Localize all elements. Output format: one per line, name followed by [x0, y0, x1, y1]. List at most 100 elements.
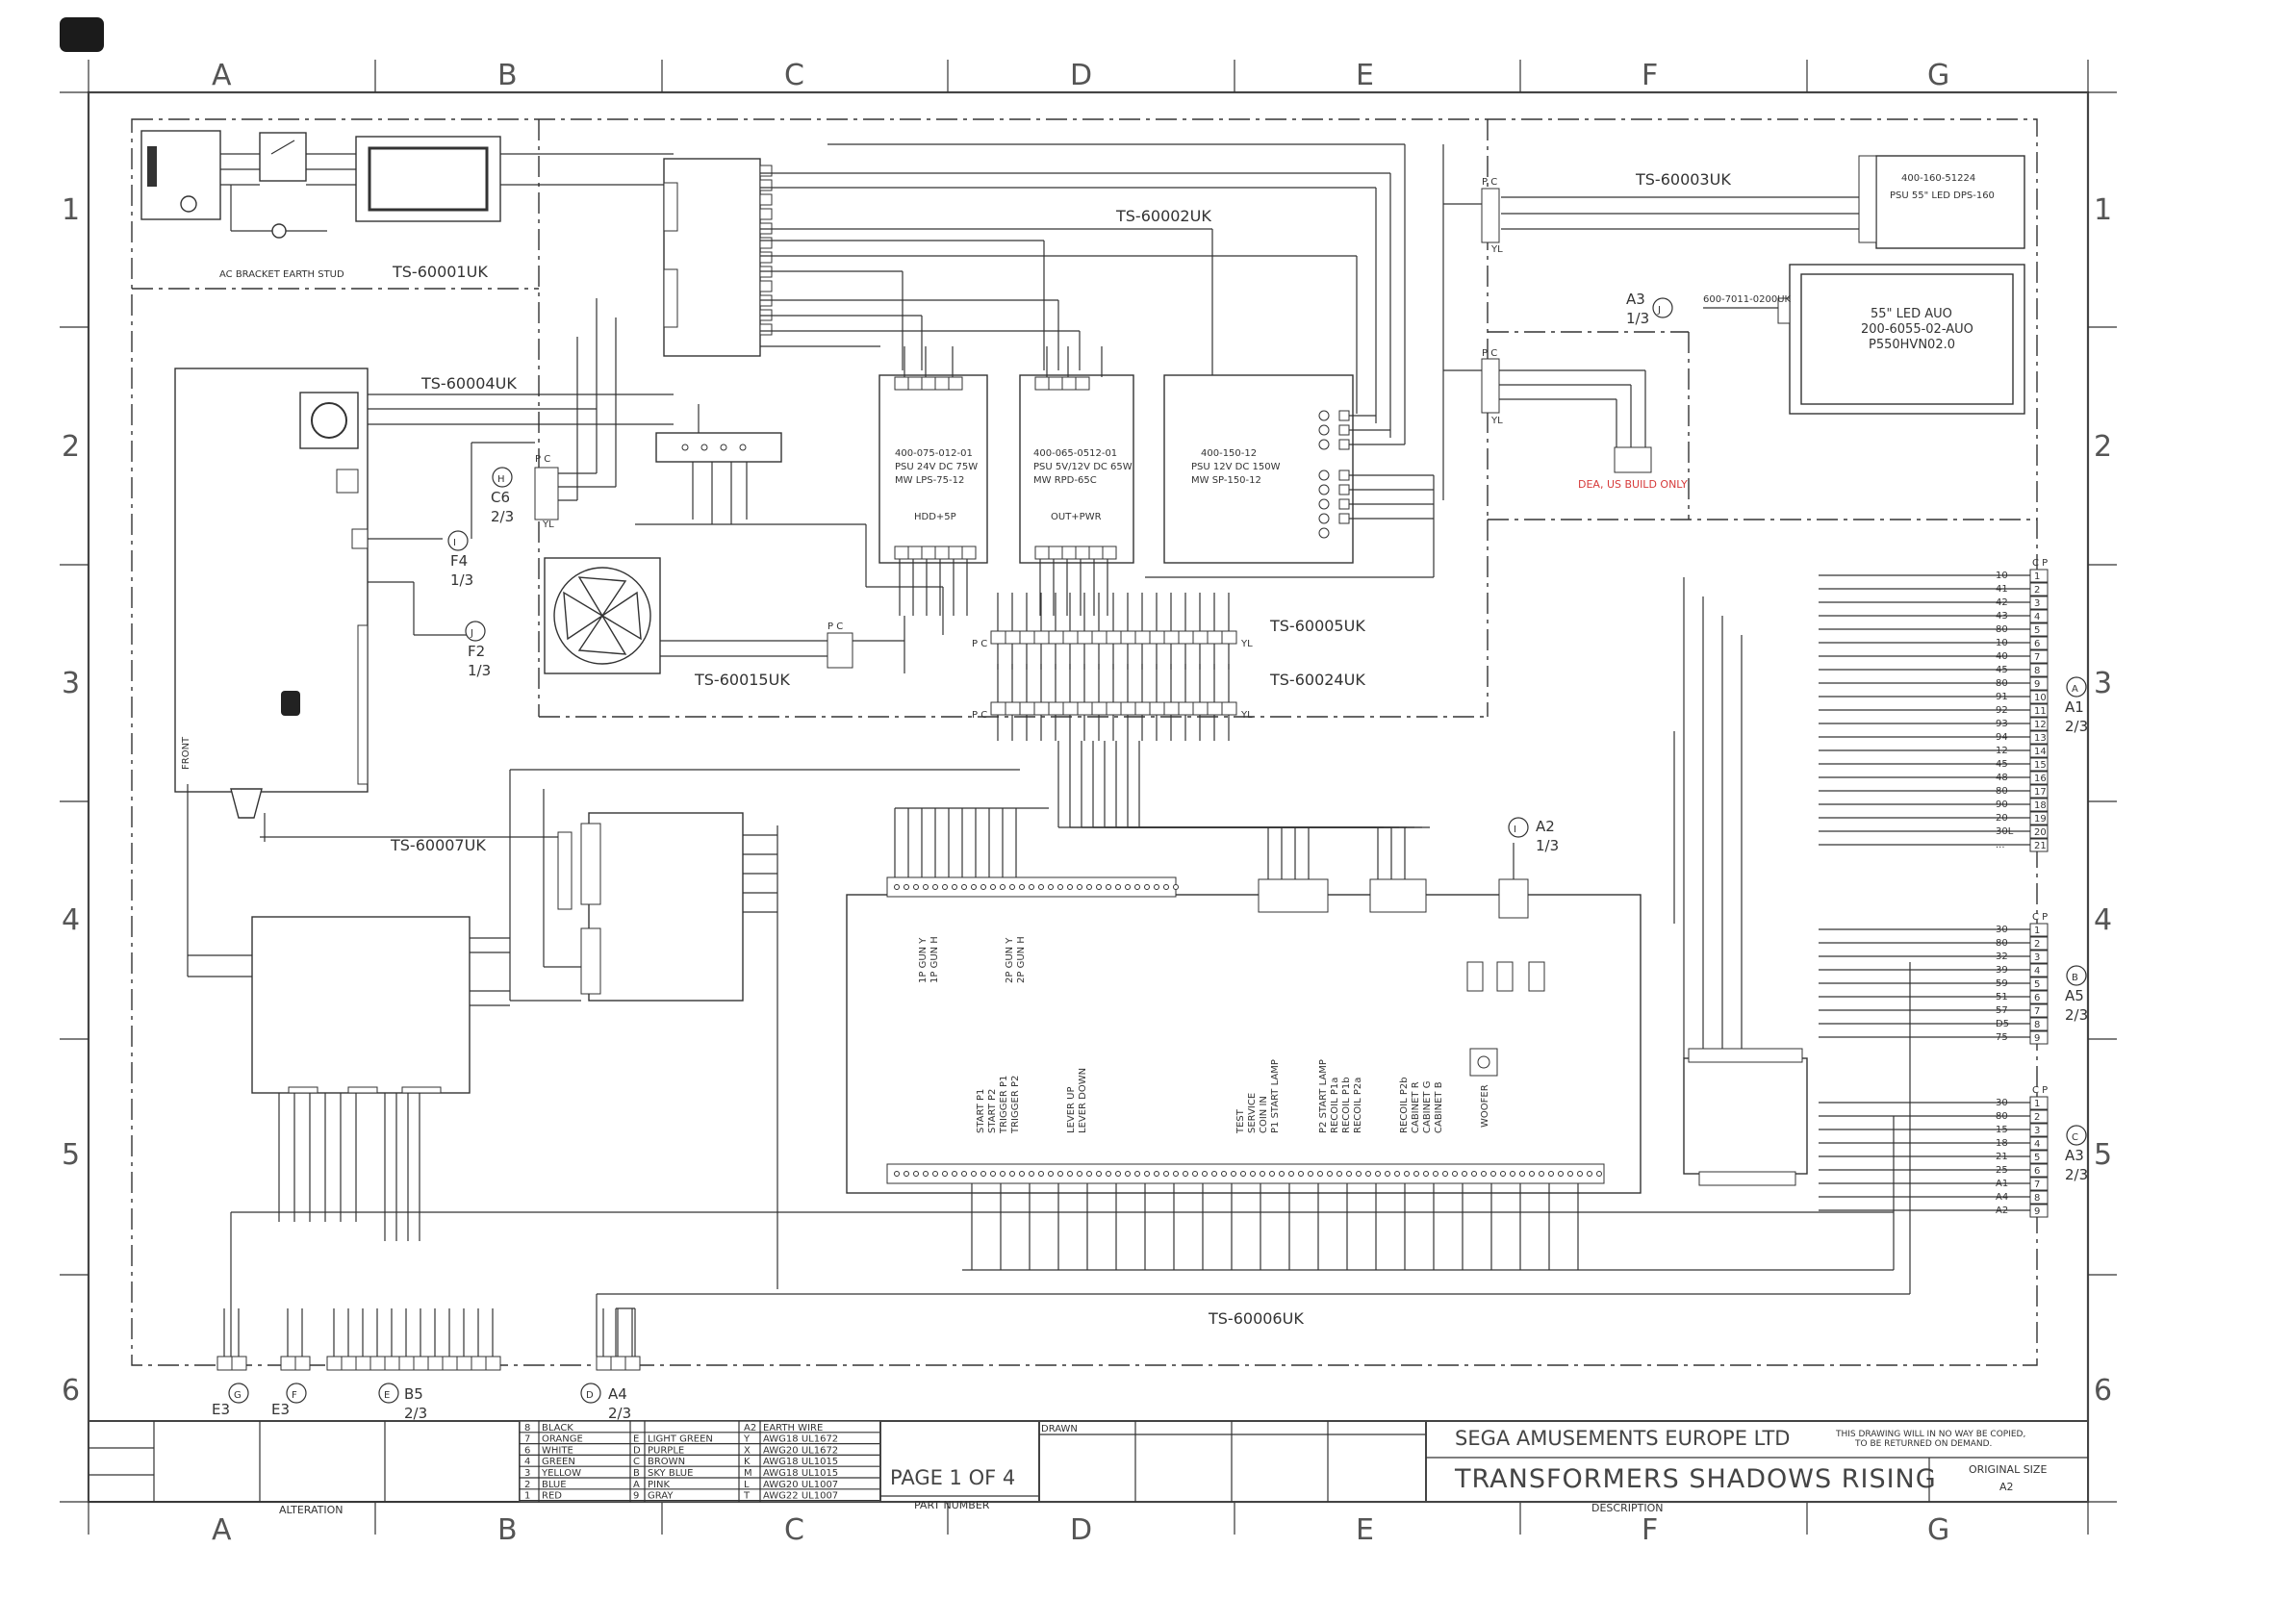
legend-code: 1 [524, 1491, 530, 1502]
grid-row-right-6: 6 [2094, 1374, 2112, 1408]
psu-1: 400-075-012-01 PSU 24V DC 75W MW LPS-75-… [878, 374, 988, 564]
ref-letter: H [497, 474, 505, 485]
ref-letter: J [1657, 305, 1661, 316]
sub-board [1683, 1048, 1808, 1186]
ref-letter: C [2072, 1132, 2078, 1143]
amp-box [588, 812, 744, 1002]
ref-name: F4 [450, 552, 468, 570]
connector-head-a1: C P [2032, 558, 2048, 569]
legend-color: WHITE [542, 1445, 573, 1456]
grid-row-right-2: 2 [2094, 430, 2112, 464]
legend-code: 7 [524, 1434, 530, 1445]
amp-group: TS-60007UK [260, 769, 1020, 1289]
svg-text:400-160-51224: 400-160-51224 [1901, 173, 1975, 184]
legend-color: BLUE [542, 1480, 567, 1490]
ref-page: 2/3 [404, 1405, 427, 1422]
connector-pin-a1: 11 [2034, 706, 2047, 717]
harness-ts60002: TS-60002UK [1115, 207, 1211, 225]
connector-head-a5: C P [2032, 912, 2048, 923]
grid-ticks [60, 60, 2117, 1535]
part-number-label: PART NUMBER [914, 1499, 990, 1511]
connector-tag: P C [972, 710, 987, 721]
connector-tag: P C [1482, 177, 1497, 188]
legend-cable: AWG20 UL1007 [763, 1480, 838, 1490]
right-connectors: C P1102413424435806107408459801091119212… [1673, 558, 2049, 1218]
ref-page: 1/3 [468, 662, 491, 679]
connector-pin-a1: 3 [2034, 598, 2040, 609]
legend-cable: EARTH WIRE [763, 1423, 823, 1434]
connector-pin-a3: 3 [2034, 1126, 2040, 1136]
io-label: CABINET G [1422, 1081, 1433, 1133]
ref-name: C6 [491, 489, 510, 506]
io-label: START P2 [987, 1089, 998, 1133]
connector-tag: P C [1482, 348, 1497, 359]
grid-col-top-E: E [1356, 59, 1374, 92]
psu-2-box [1019, 374, 1134, 564]
ref-circle [2066, 1125, 2087, 1146]
connector-pin-a5: 7 [2034, 1006, 2040, 1017]
ref-letter: J [470, 628, 473, 639]
connector-tag: P C [535, 454, 550, 465]
connector-tag-yl: YL [1490, 416, 1503, 426]
ref-letter: D [586, 1390, 594, 1401]
legend-color: ORANGE [542, 1434, 583, 1445]
legend-code: 3 [524, 1468, 530, 1479]
io-label: RECOIL P2b [1399, 1077, 1410, 1133]
io-label: P1 START LAMP [1270, 1059, 1281, 1133]
connector-pin-a5: 3 [2034, 952, 2040, 963]
ref-letter: B [2072, 973, 2078, 983]
legend-color2: BROWN [648, 1457, 685, 1467]
harness-ts60004: TS-60004UK [420, 374, 517, 393]
legend-code2: D [633, 1445, 641, 1456]
harness-ts60001: TS-60001UK [392, 263, 488, 281]
ref-page: 1/3 [1626, 310, 1649, 327]
led-psu-group: 400-160-51224 PSU 55" LED DPS-160 TS-600… [1481, 155, 2025, 249]
cooling-fan: TS-60015UK [544, 557, 853, 689]
grid-row-right-4: 4 [2094, 903, 2112, 937]
io-label: CABINET B [1434, 1081, 1444, 1133]
connector-tag: P C [827, 622, 843, 632]
c6-connector [471, 298, 617, 539]
connector-pin-a1: 14 [2034, 747, 2047, 757]
io-label: TEST [1235, 1108, 1246, 1134]
connector-pin-a1: 7 [2034, 652, 2040, 663]
io-label: COIN IN [1259, 1096, 1269, 1133]
svg-text:MW SP-150-12: MW SP-150-12 [1191, 475, 1261, 486]
legend-color2: PURPLE [648, 1445, 684, 1456]
io-label: 1P GUN Y [918, 937, 929, 983]
grid-col-top-C: C [784, 59, 804, 92]
connector-pin-a5: 1 [2034, 926, 2040, 936]
svg-text:PSU 12V DC 150W: PSU 12V DC 150W [1191, 462, 1281, 472]
bottom-left-connectors [216, 1093, 641, 1371]
connector-pin-a1: 21 [2034, 841, 2047, 851]
ref-page: 1/3 [1536, 837, 1559, 854]
connector-pin-a3: 7 [2034, 1180, 2040, 1190]
legend-cable: AWG18 UL1672 [763, 1434, 838, 1445]
legend-cable: AWG22 UL1007 [763, 1491, 838, 1502]
legend-cable-code: T [743, 1491, 751, 1502]
psu-2: 400-065-0512-01 PSU 5V/12V DC 65W MW RPD… [1019, 374, 1134, 564]
ref-letter: G [234, 1390, 242, 1401]
io-label: P2 START LAMP [1318, 1059, 1329, 1133]
harness-ts60024: TS-60024UK [1269, 671, 1365, 689]
svg-text:400-150-12: 400-150-12 [1201, 448, 1257, 459]
legend-cable: AWG18 UL1015 [763, 1457, 838, 1467]
grid-col-bottom-D: D [1070, 1513, 1092, 1547]
sub-board-box [1683, 1057, 1808, 1175]
main-connector-rows: TS-60005UK TS-60024UK [853, 524, 1365, 741]
connector-pin-a3: 8 [2034, 1193, 2040, 1204]
ref-circle [228, 1383, 249, 1404]
page-indicator: PAGE 1 OF 4 [890, 1466, 1015, 1489]
legend-code2: 9 [633, 1491, 639, 1502]
legend-code: 6 [524, 1445, 530, 1456]
connector-pin-a1: 18 [2034, 800, 2047, 811]
original-size-label: ORIGINAL SIZE [1969, 1463, 2047, 1476]
ref-circle [492, 467, 513, 488]
grid-row-left-2: 2 [62, 430, 80, 464]
connector-pin-a1: 1 [2034, 571, 2040, 582]
svg-text:600-7011-0200UK: 600-7011-0200UK [1703, 294, 1792, 305]
legend-code: 4 [524, 1457, 530, 1467]
